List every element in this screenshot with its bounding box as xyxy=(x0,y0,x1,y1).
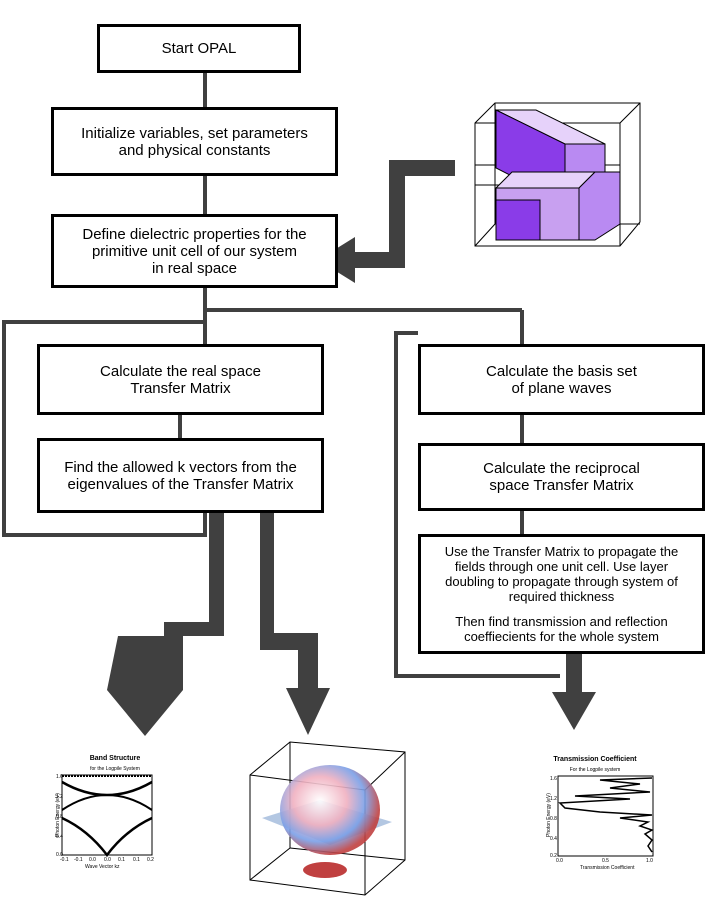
trans-ytick-3: 0.4 xyxy=(550,836,557,842)
band-xtick-3: 0.0 xyxy=(104,857,111,863)
lower-log xyxy=(494,171,621,241)
arrow-cube-to-define xyxy=(318,160,455,283)
trans-plot-frame xyxy=(557,775,654,857)
trans-xtick-1: 0.5 xyxy=(602,858,609,864)
coeff-line-1: Then find transmission and reflection xyxy=(455,614,668,629)
band-ytick-3: 0.4 xyxy=(56,834,63,840)
band-xtick-1: -0.1 xyxy=(74,857,83,863)
trans-xtick-0: 0.0 xyxy=(556,858,563,864)
band-plot-title: Band Structure xyxy=(89,755,141,762)
propagate-line-2: fields through one unit cell. Use layer xyxy=(454,559,669,574)
band-plot-subtitle: for the Logpile System xyxy=(90,766,140,772)
loop-right xyxy=(394,331,560,678)
band-xtick-2: 0.0 xyxy=(89,857,96,863)
basis-box: Calculate the basis set of plane waves xyxy=(418,344,705,415)
surface-bottom-cap xyxy=(303,862,347,878)
surface-sphere xyxy=(280,765,380,855)
trans-ytick-1: 1.2 xyxy=(550,796,557,802)
loop-left xyxy=(2,320,207,537)
propagate-line-3: doubling to propagate through system of xyxy=(445,574,678,589)
band-xlabel: Wave Vector kz xyxy=(85,864,120,870)
band-ytick-2: 0.8 xyxy=(56,814,63,820)
define-line-1: Define dielectric properties for the xyxy=(82,225,307,243)
band-ytick-0: 1.6 xyxy=(56,774,63,780)
band-xtick-4: 0.1 xyxy=(118,857,125,863)
trans-ytick-4: 0.2 xyxy=(550,853,557,859)
band-middle xyxy=(61,794,153,811)
recip-tm-line-1: Calculate the reciprocal xyxy=(483,460,640,477)
init-line-1: Initialize variables, set parameters xyxy=(81,124,308,142)
trans-plot-title: Transmission Coefficient xyxy=(553,756,637,763)
arrow-to-band xyxy=(107,513,224,736)
propagate-line-1: Use the Transfer Matrix to propagate the xyxy=(444,544,679,559)
start-box: Start OPAL xyxy=(97,24,301,73)
real-tm-line-2: Transfer Matrix xyxy=(130,379,231,397)
start-label: Start OPAL xyxy=(161,40,237,57)
band-ytick-1: 1.2 xyxy=(56,794,63,800)
define-line-2: primitive unit cell of our system xyxy=(91,242,298,260)
basis-line-2: of plane waves xyxy=(511,379,612,397)
band-lower xyxy=(61,816,153,858)
trans-ylabel: Photon Energy (eV) xyxy=(545,793,552,837)
coeff-line-2: coeffiecients for the whole system xyxy=(464,629,659,644)
trans-xlabel: Transmission Coefficient xyxy=(580,865,635,871)
band-ytick-4: 0.0 xyxy=(56,852,63,858)
propagate-box: Use the Transfer Matrix to propagate the… xyxy=(418,534,705,654)
real-tm-box: Calculate the real space Transfer Matrix xyxy=(37,344,324,415)
band-xtick-6: 0.2 xyxy=(147,857,154,863)
arrow-to-transmission xyxy=(552,653,596,730)
kvec-line-1: Find the allowed k vectors from the xyxy=(64,458,297,476)
trans-ytick-2: 0.8 xyxy=(550,816,557,822)
kvec-box: Find the allowed k vectors from the eige… xyxy=(37,438,324,513)
init-line-2: and physical constants xyxy=(118,141,271,159)
recip-tm-box: Calculate the reciprocal space Transfer … xyxy=(418,443,705,511)
real-tm-line-1: Calculate the real space xyxy=(100,362,261,380)
trans-plot-subtitle: For the Logpile system xyxy=(569,767,621,773)
band-xtick-0: -0.1 xyxy=(60,857,69,863)
trans-ytick-0: 1.6 xyxy=(550,776,557,782)
trans-xtick-2: 1.0 xyxy=(646,858,653,864)
trans-curve xyxy=(558,777,654,853)
band-xtick-5: 0.1 xyxy=(133,857,140,863)
recip-tm-line-2: space Transfer Matrix xyxy=(489,477,634,494)
define-box: Define dielectric properties for the pri… xyxy=(51,214,338,288)
init-box: Initialize variables, set parameters and… xyxy=(51,107,338,176)
define-line-3: in real space xyxy=(151,259,238,277)
propagate-line-4: required thickness xyxy=(508,589,615,604)
kvec-line-2: eigenvalues of the Transfer Matrix xyxy=(67,475,294,493)
basis-line-1: Calculate the basis set xyxy=(486,362,637,380)
arrow-to-3d xyxy=(260,513,330,735)
